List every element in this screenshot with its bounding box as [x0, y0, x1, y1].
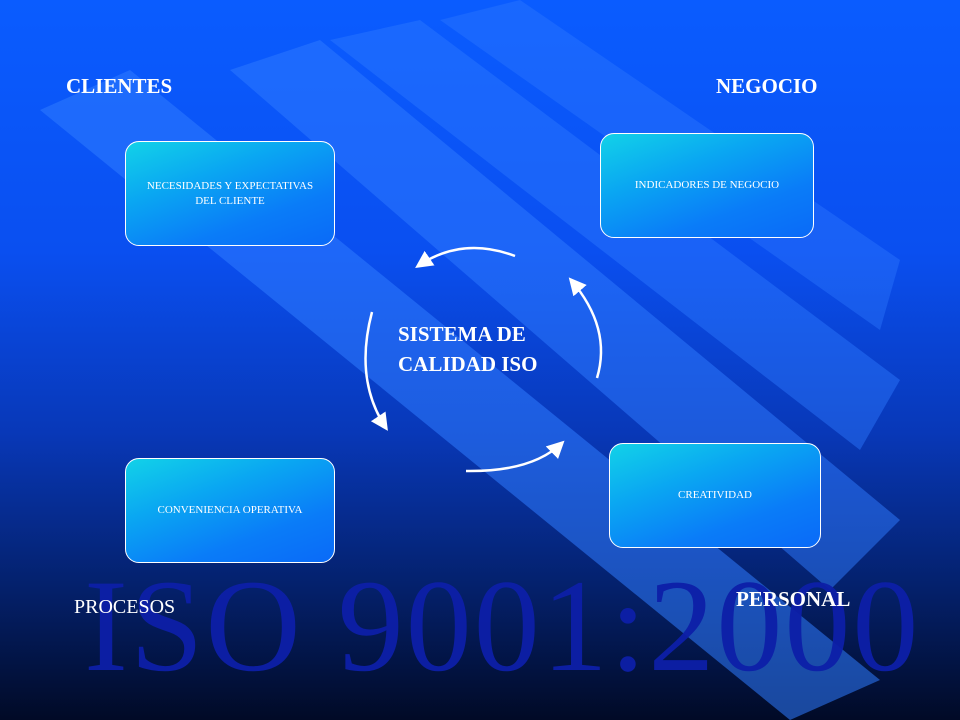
cycle-arrow-top — [415, 246, 516, 268]
box-creatividad: CREATIVIDAD — [609, 443, 821, 548]
center-label: SISTEMA DE CALIDAD ISO — [398, 322, 538, 377]
label-personal: PERSONAL — [736, 587, 851, 611]
cycle-arrow-right — [568, 277, 603, 379]
cycle-arrow-bottom — [465, 440, 565, 473]
box-indicadores: INDICADORES DE NEGOCIO — [600, 133, 814, 238]
iso-watermark: ISO 9001:2000 — [84, 552, 921, 699]
box-necesidades: NECESIDADES Y EXPECTATIVAS DEL CLIENTE — [125, 141, 335, 246]
label-procesos: PROCESOS — [74, 596, 176, 618]
box-conveniencia: CONVENIENCIA OPERATIVA — [125, 458, 335, 563]
cycle-arrow-left — [364, 311, 388, 431]
label-clientes: CLIENTES — [66, 74, 173, 98]
label-negocio: NEGOCIO — [716, 74, 818, 98]
